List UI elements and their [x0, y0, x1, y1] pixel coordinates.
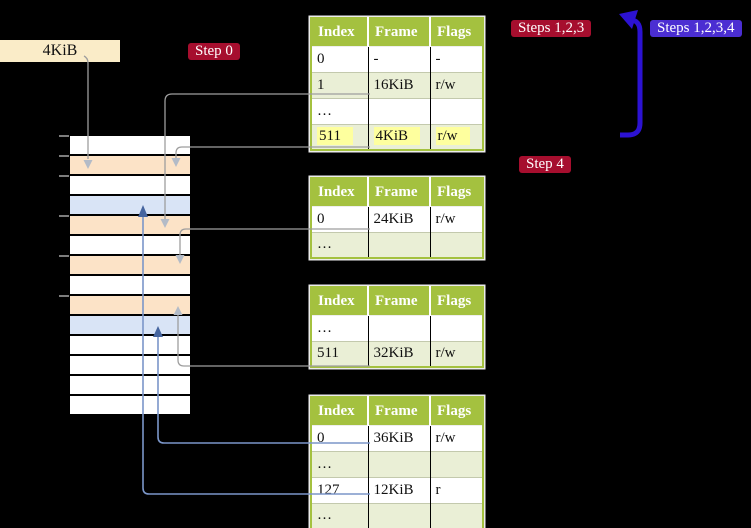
- address-tick: [59, 215, 69, 217]
- memory-frame-row: [70, 176, 190, 196]
- table-row: 511 32KiB r/w: [311, 340, 483, 367]
- memory-frame-row: [70, 276, 190, 296]
- table-row: …: [311, 314, 483, 341]
- memory-address-label: 4KiB: [0, 40, 120, 62]
- physical-memory-strip: [70, 136, 190, 416]
- address-tick: [59, 175, 69, 177]
- memory-frame-row: [70, 296, 190, 316]
- col-header: Index: [311, 287, 369, 316]
- table-row: …: [311, 502, 483, 528]
- memory-frame-row: [70, 336, 190, 356]
- step0-badge: Step 0: [188, 43, 240, 60]
- memory-frame-row: [70, 256, 190, 276]
- memory-frame-row: [70, 376, 190, 396]
- col-header: Flags: [430, 178, 483, 207]
- table-row-highlighted: 511 4KiB r/w: [311, 123, 483, 150]
- page-table-level4: Index Frame Flags 0 - - 1 16KiB r/w … 51…: [310, 17, 484, 151]
- col-header: Index: [311, 18, 369, 47]
- col-header: Flags: [430, 287, 483, 316]
- memory-frame-row: [70, 236, 190, 256]
- col-header: Index: [311, 397, 369, 426]
- address-tick: [59, 155, 69, 157]
- table-row: 1 16KiB r/w: [311, 71, 483, 98]
- address-tick: [59, 295, 69, 297]
- steps123-badge: Steps 1,2,3: [511, 20, 592, 37]
- table-row: …: [311, 450, 483, 477]
- recursive-loop-arrow: [619, 10, 643, 138]
- table-row: …: [311, 231, 483, 258]
- table-row: …: [311, 97, 483, 124]
- col-header: Frame: [368, 397, 431, 426]
- col-header: Flags: [430, 397, 483, 426]
- col-header: Index: [311, 178, 369, 207]
- table-row: 0 36KiB r/w: [311, 424, 483, 451]
- address-tick: [59, 135, 69, 137]
- page-table-level1: Index Frame Flags 0 36KiB r/w … 127 12Ki…: [310, 396, 484, 528]
- highlighted-value: 511: [317, 127, 353, 146]
- table-row: 0 24KiB r/w: [311, 205, 483, 232]
- table-row: 0 - -: [311, 45, 483, 72]
- memory-frame-row: [70, 196, 190, 216]
- highlighted-value: 4KiB: [373, 127, 421, 146]
- memory-frame-row: [70, 136, 190, 156]
- memory-frame-row: [70, 216, 190, 236]
- page-table-level2: Index Frame Flags … 511 32KiB r/w: [310, 286, 484, 368]
- table-row: 127 12KiB r: [311, 476, 483, 503]
- highlighted-value: r/w: [435, 127, 470, 146]
- memory-frame-row: [70, 356, 190, 376]
- steps1234-badge: Steps 1,2,3,4: [650, 20, 742, 37]
- step4-badge: Step 4: [519, 156, 571, 173]
- page-table-level3: Index Frame Flags 0 24KiB r/w …: [310, 177, 484, 259]
- col-header: Frame: [368, 178, 431, 207]
- col-header: Frame: [368, 18, 431, 47]
- col-header: Frame: [368, 287, 431, 316]
- memory-frame-row: [70, 396, 190, 416]
- address-tick: [59, 255, 69, 257]
- memory-frame-row: [70, 316, 190, 336]
- memory-frame-row: [70, 156, 190, 176]
- col-header: Flags: [430, 18, 483, 47]
